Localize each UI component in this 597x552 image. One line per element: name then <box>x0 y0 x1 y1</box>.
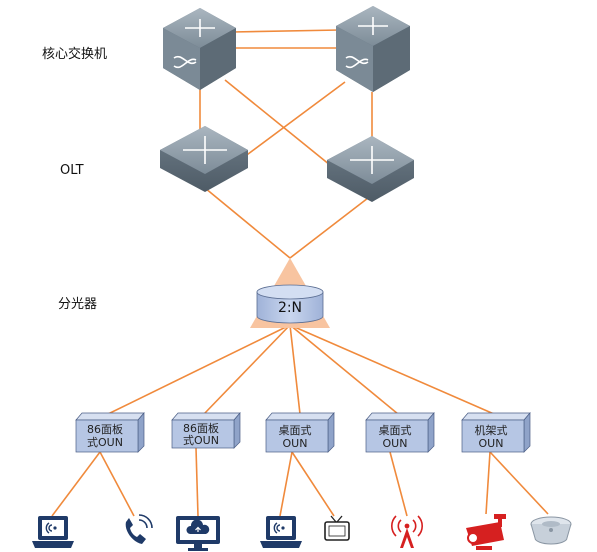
link-onu1-phone <box>99 451 135 517</box>
onu-box-line2: 式OUN <box>87 436 123 449</box>
link-splitter-onu2 <box>203 324 291 415</box>
olt-arrows-icon <box>350 146 394 174</box>
signal-tower-icon <box>391 515 423 548</box>
links <box>51 29 549 517</box>
link-splitter-onu4 <box>289 324 399 415</box>
splitter: 2:N <box>250 258 330 328</box>
onu-box-line1: 86面板 <box>87 422 123 436</box>
link-splitter-onu1 <box>107 324 291 415</box>
onu-box: 机架式 OUN <box>461 412 531 453</box>
onu-box-line2: 式OUN <box>183 434 219 447</box>
laptop-wifi-icon <box>32 516 74 548</box>
onu-box: 86面板 式OUN <box>75 412 145 453</box>
onu-box-line2: OUN <box>283 437 308 450</box>
label-olt: OLT <box>60 163 84 178</box>
core-switch-2 <box>336 6 410 92</box>
onu-box: 桌面式 OUN <box>365 412 435 453</box>
link-onu3-laptop <box>279 451 293 517</box>
onu-box-line1: 86面板 <box>183 421 219 435</box>
link-olt1-splitter <box>204 187 291 259</box>
label-core-switch: 核心交换机 <box>42 46 107 62</box>
olt-1 <box>160 126 248 192</box>
link-splitter-onu3 <box>289 324 301 415</box>
link-core2-olt1 <box>239 81 346 161</box>
onu-box-line2: OUN <box>479 437 504 450</box>
phone-icon <box>125 514 153 544</box>
security-camera-icon <box>466 514 506 550</box>
link-onu4-tower <box>389 451 408 517</box>
tv-icon <box>324 515 350 541</box>
laptop-wifi-icon <box>260 516 302 548</box>
core-switch-arrows-icon <box>173 19 215 69</box>
link-onu1-laptop <box>51 451 101 517</box>
link-splitter-onu5 <box>289 324 495 415</box>
link-core1-olt2 <box>224 79 331 166</box>
link-olt2-splitter <box>289 197 369 259</box>
olt-2 <box>327 136 414 202</box>
smoke-detector-icon <box>530 516 572 545</box>
label-splitter: 分光器 <box>58 297 97 312</box>
monitor-cloud-icon <box>176 516 220 551</box>
splitter-ratio: 2:N <box>278 300 302 316</box>
onu-box: 桌面式 OUN <box>265 412 335 453</box>
core-switch-arrows-icon <box>345 17 388 69</box>
onu-box-line1: 桌面式 <box>379 424 412 437</box>
onu-box-line1: 机架式 <box>475 423 508 437</box>
link-core-top <box>231 29 341 33</box>
onu-box: 86面板 式OUN <box>171 412 241 449</box>
link-onu2-monitor <box>195 447 199 517</box>
onu-box-line1: 桌面式 <box>279 424 312 437</box>
onu-box-line2: OUN <box>383 437 408 450</box>
link-onu5-camera <box>485 451 491 515</box>
link-onu3-tv <box>291 451 335 517</box>
olt-arrows-icon <box>183 136 227 164</box>
core-switch-1 <box>163 8 236 90</box>
link-onu5-detector <box>489 451 549 515</box>
